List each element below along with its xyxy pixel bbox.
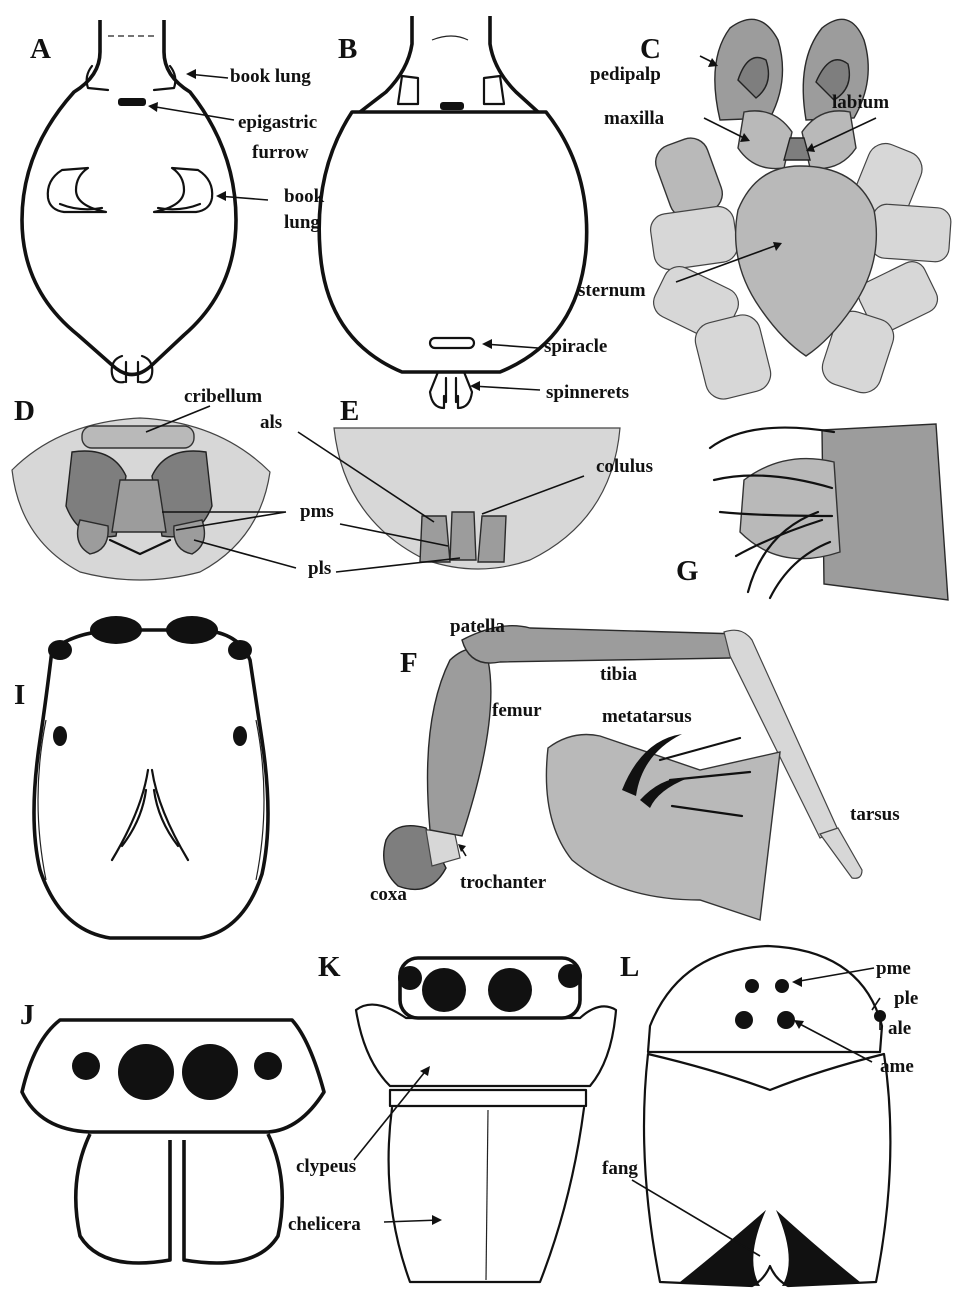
panel-letter-c: C: [640, 33, 661, 65]
label-epigastric: epigastric: [238, 112, 317, 133]
chelicera-j-right: [184, 1134, 282, 1263]
epigastric-furrow-mark: [118, 98, 146, 106]
label-tarsus: tarsus: [850, 804, 900, 825]
carapace-outline-i: [34, 630, 268, 938]
book-lung-left: [48, 168, 106, 212]
cribellum-plate: [82, 426, 194, 448]
panel-g: G: [676, 424, 948, 600]
panel-letter-k: K: [318, 951, 341, 983]
label-ale: ale: [888, 1018, 911, 1039]
label-tibia: tibia: [600, 664, 637, 685]
eye-pme-left: [745, 979, 759, 993]
label-maxilla: maxilla: [604, 108, 665, 129]
label-femur: femur: [492, 700, 542, 721]
label-labium: labium: [832, 92, 889, 113]
panel-letter-f: F: [400, 647, 418, 679]
label-coxa: coxa: [370, 884, 407, 905]
panel-letter-a: A: [30, 33, 51, 65]
panel-letter-i: I: [14, 679, 25, 711]
panel-h: H: [546, 734, 780, 920]
panel-d: D cribellum pms pls: [12, 386, 334, 580]
label-ple: ple: [894, 988, 918, 1009]
label-als: als: [260, 412, 282, 433]
panel-letter-b: B: [338, 33, 357, 65]
label-book: book: [284, 186, 325, 207]
label-spiracle: spiracle: [544, 336, 607, 357]
panel-k: K clypeus chelicera: [288, 951, 616, 1282]
eye-i-left: [90, 616, 142, 644]
abdomen-outline-b: [319, 112, 587, 372]
leg-trochanter: [426, 830, 460, 866]
eye-j-4: [254, 1052, 282, 1080]
fang-l: [680, 1210, 860, 1286]
panel-i: I: [14, 616, 268, 938]
label-ame: ame: [880, 1056, 914, 1077]
leg-femur: [428, 649, 491, 836]
eye-ame-right: [777, 1011, 795, 1029]
label-spinnerets: spinnerets: [546, 382, 629, 403]
head-l: [648, 946, 882, 1052]
label-book-lung-top: book lung: [230, 66, 311, 87]
label-fang: fang: [602, 1158, 638, 1179]
eye-k-1: [422, 968, 466, 1012]
chelicera-j-left: [76, 1134, 170, 1263]
label-clypeus: clypeus: [296, 1156, 356, 1177]
label-sternum: sternum: [578, 280, 646, 301]
eye-i-right: [166, 616, 218, 644]
label-pls: pls: [308, 558, 331, 579]
panel-letter-g: G: [676, 555, 699, 587]
panel-l: L pme ple ale ame fang: [602, 946, 918, 1286]
spiracle-mark: [430, 338, 474, 348]
panel-letter-j: J: [20, 999, 35, 1031]
label-trochanter: trochanter: [460, 872, 547, 893]
eye-j-3: [182, 1044, 238, 1100]
label-colulus: colulus: [596, 456, 653, 477]
label-lung: lung: [284, 212, 320, 233]
panel-letter-e: E: [340, 395, 359, 427]
panel-letter-d: D: [14, 395, 35, 427]
spinneret-b: [430, 372, 472, 408]
eye-ale: [874, 1010, 886, 1022]
label-pms: pms: [300, 501, 334, 522]
eye-k-2: [488, 968, 532, 1012]
label-patella: patella: [450, 616, 505, 637]
panel-e: E colulus als: [260, 395, 653, 572]
eye-ame-left: [735, 1011, 753, 1029]
book-lung-right: [154, 168, 212, 212]
panel-j: J: [20, 999, 324, 1263]
label-chelicera: chelicera: [288, 1214, 361, 1235]
chelicerae-l: [644, 1054, 890, 1286]
eye-j-2: [118, 1044, 174, 1100]
leg-tarsus: [820, 828, 862, 878]
label-pedipalp: pedipalp: [590, 64, 661, 85]
panel-c: C pedipalp maxilla labium sternum: [578, 19, 952, 402]
eye-j-1: [72, 1052, 100, 1080]
panel-b: B spiracle spinnerets: [319, 16, 629, 408]
label-furrow: furrow: [252, 142, 309, 163]
panel-letter-l: L: [620, 951, 639, 983]
abdomen-outline-a: [22, 20, 236, 375]
panel-a: A book lung epigastric furrow book lung: [22, 20, 325, 382]
label-pme: pme: [876, 958, 911, 979]
eye-pme-right: [775, 979, 789, 993]
label-metatarsus: metatarsus: [602, 706, 692, 727]
label-cribellum: cribellum: [184, 386, 262, 407]
